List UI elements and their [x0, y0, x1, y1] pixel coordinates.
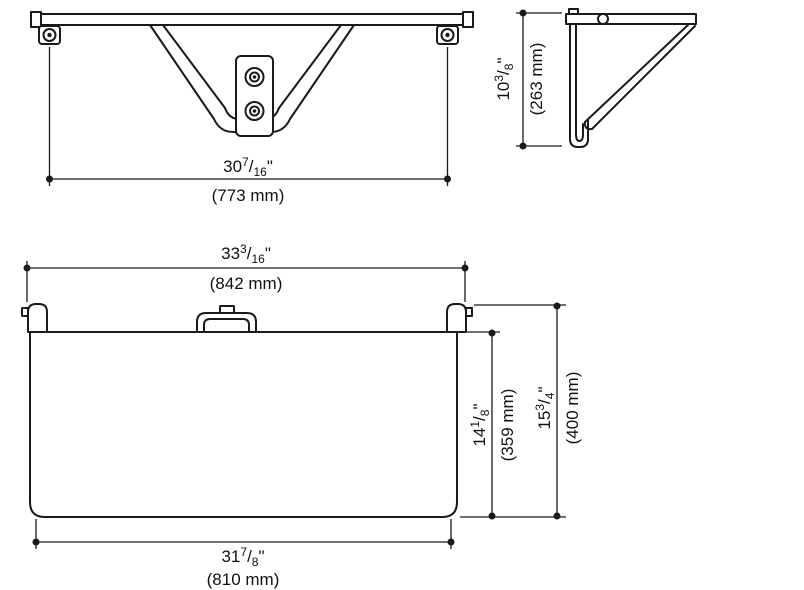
screw-top-outer [244, 67, 265, 87]
dim-seat-width: 317/8" (810 mm) [32, 519, 455, 589]
screw-top-inner [249, 71, 260, 83]
frac-den: 16 [251, 252, 265, 266]
dimension-dot [488, 512, 496, 520]
screw-bottom-outer [244, 101, 265, 121]
dim-overall-height: 153/4" (400 mm) [460, 302, 582, 520]
dim-seat-width-inches: 317/8" [221, 545, 264, 569]
frac-num: 7 [240, 545, 247, 559]
frac-den: 16 [253, 165, 267, 179]
wall-channel-outer [569, 24, 589, 148]
hook-body [27, 303, 48, 333]
dim-top-width: 307/16" (773 mm) [46, 47, 451, 205]
dimension-dot [488, 329, 496, 337]
screw-bottom-center [252, 109, 257, 113]
wall-channel-inner [575, 24, 584, 142]
front-view [21, 303, 473, 518]
brace-tube-end [583, 121, 593, 131]
frac-num: 3 [240, 242, 247, 256]
dim-side-height-mm: (263 mm) [527, 43, 546, 116]
frac-num: 1 [468, 421, 482, 428]
top-view [30, 11, 474, 137]
frac-den: 8 [478, 409, 492, 416]
frac-unit: " [258, 547, 264, 566]
bracket-screw-center [47, 32, 52, 38]
frac-unit: " [267, 157, 273, 176]
dimension-dot [519, 142, 527, 150]
pivot-bolt [597, 13, 609, 25]
hook-lip [21, 307, 29, 317]
frac-slash: / [535, 399, 554, 404]
dim-side-height-inches: 103/8" [492, 57, 516, 100]
dim-overall-height-inches: 153/4" [533, 386, 557, 429]
dimension-dot [46, 175, 53, 183]
screw-top-center [252, 75, 257, 79]
frac-whole: 15 [535, 411, 554, 430]
hook-body [446, 303, 467, 333]
brace-tube-lower [591, 25, 696, 130]
hanger-hook-left [21, 303, 48, 333]
side-view [565, 8, 697, 148]
dim-overall-height-mm: (400 mm) [563, 372, 582, 445]
frac-num: 3 [533, 404, 547, 411]
dimension-dot [553, 302, 561, 310]
bracket-screw-ring [42, 28, 57, 42]
dimension-dot [444, 175, 451, 183]
frac-whole: 30 [223, 157, 242, 176]
handle-clamp [219, 305, 235, 314]
dim-seat-height-inches: 141/8" [468, 403, 492, 446]
frac-slash: / [470, 416, 489, 421]
frac-num: 3 [492, 75, 506, 82]
dimension-dot [447, 538, 455, 546]
center-mounting-plate [235, 55, 274, 137]
brace-tube-upper [584, 24, 689, 123]
seat-panel [29, 331, 458, 518]
dim-side-height: 103/8" (263 mm) [492, 9, 562, 150]
frac-slash: / [247, 547, 252, 566]
rail-end-cap-left [30, 11, 42, 28]
frac-unit: " [470, 403, 489, 409]
corner-bracket-right [436, 25, 459, 45]
rail-end-cap-right [462, 11, 474, 28]
handle-inner [203, 318, 250, 333]
hanger-hook-right [446, 303, 473, 333]
frac-unit: " [494, 57, 513, 63]
frac-den: 8 [502, 63, 516, 70]
dim-seat-height: 141/8" (359 mm) [460, 329, 517, 520]
lift-handle [196, 305, 257, 333]
dim-seat-height-mm: (359 mm) [498, 389, 517, 462]
rail-side-profile [565, 13, 697, 25]
dim-overall-width-mm: (842 mm) [210, 274, 283, 293]
dimension-dot [519, 9, 527, 17]
screw-bottom-inner [249, 105, 260, 117]
hook-lip [465, 307, 473, 317]
mounting-rail [39, 13, 465, 26]
frac-slash: / [494, 70, 513, 75]
frac-unit: " [265, 244, 271, 263]
dim-top-width-inches: 307/16" [223, 155, 273, 179]
frac-whole: 33 [221, 244, 240, 263]
dim-overall-width-inches: 333/16" [221, 242, 271, 266]
dimension-dot [553, 512, 561, 520]
bracket-screw-center [445, 32, 450, 38]
hanger-tab-side [568, 8, 579, 15]
bracket-screw-ring [440, 28, 455, 42]
dim-seat-width-mm: (810 mm) [207, 570, 280, 589]
frac-whole: 31 [221, 547, 240, 566]
frac-unit: " [535, 386, 554, 392]
dimension-dot [23, 264, 31, 272]
frac-den: 8 [252, 555, 259, 569]
frac-num: 7 [242, 155, 249, 169]
corner-bracket-left [38, 25, 61, 45]
dimension-dot [32, 538, 40, 546]
frac-whole: 10 [494, 82, 513, 101]
frac-slash: / [249, 157, 254, 176]
frac-slash: / [247, 244, 252, 263]
frac-den: 4 [543, 392, 557, 399]
frac-whole: 14 [470, 428, 489, 447]
dim-top-width-mm: (773 mm) [212, 186, 285, 205]
dimension-dot [461, 264, 469, 272]
dim-overall-width: 333/16" (842 mm) [23, 242, 469, 302]
